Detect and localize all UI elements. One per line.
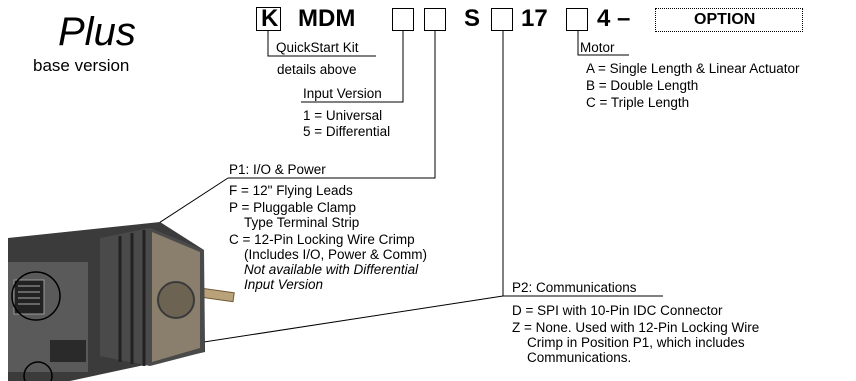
p2-label: P2: Communications [512,280,637,295]
p1-option-p-cont: Type Terminal Strip [244,215,359,230]
input-version-label: Input Version [303,86,382,101]
p1-option-f: F = 12" Flying Leads [229,183,353,198]
quickstart-details: details above [277,62,357,77]
motor-option-b: B = Double Length [586,78,698,93]
input-option-1: 1 = Universal [303,108,382,123]
p1-label: P1: I/O & Power [229,162,326,177]
motor-option-a: A = Single Length & Linear Actuator [586,61,800,76]
p2-option-z-cont1: Crimp in Position P1, which includes [527,335,745,350]
p1-option-p: P = Pluggable Clamp [229,200,356,215]
p1-option-c: C = 12-Pin Locking Wire Crimp [229,232,415,247]
input-option-5: 5 = Differential [303,124,390,139]
p1-option-c-cont: (Includes I/O, Power & Comm) [244,247,427,262]
p2-option-z-cont2: Communications. [527,350,631,365]
motor-illustration [8,222,234,381]
p1-note-line2: Input Version [244,277,323,292]
motor-label: Motor [580,40,615,55]
quickstart-label: QuickStart Kit [276,40,359,55]
p2-option-z: Z = None. Used with 12-Pin Locking Wire [512,320,759,335]
p2-option-d: D = SPI with 10-Pin IDC Connector [512,303,722,318]
p1-note-line1: Not available with Differential [244,262,418,277]
motor-option-c: C = Triple Length [586,95,689,110]
